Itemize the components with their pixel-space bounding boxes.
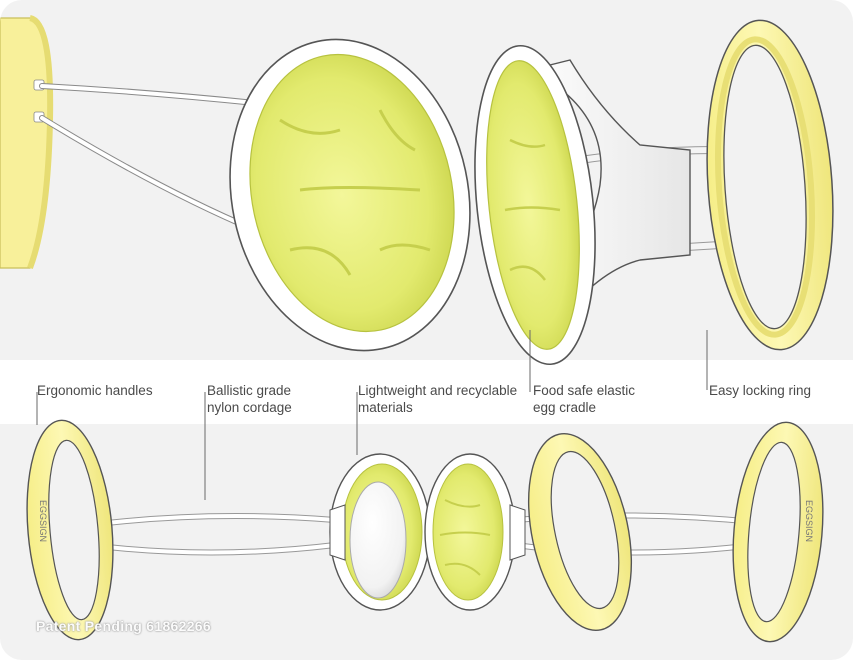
- top-locking-ring: [706, 19, 834, 351]
- egg: [349, 481, 407, 599]
- svg-text:EGGSIGN: EGGSIGN: [804, 500, 814, 542]
- label-food-safe-cradle: Food safe elastic egg cradle: [533, 383, 636, 415]
- bottom-shell-left: [329, 453, 431, 611]
- label-lightweight-materials: Lightweight and recyclable materials: [358, 383, 518, 415]
- label-band: [0, 360, 853, 424]
- leader-lines: [36, 330, 708, 500]
- patent-watermark: Patent Pending 61862266: [36, 618, 211, 634]
- label-ergonomic-handles: Ergonomic handles: [37, 383, 153, 398]
- top-shell-left: [229, 38, 471, 352]
- top-shell-right: [474, 44, 691, 366]
- label-easy-locking-ring: Easy locking ring: [709, 383, 812, 398]
- label-ballistic-cordage: Ballistic grade nylon cordage: [207, 383, 292, 415]
- bottom-locking-ring: [527, 432, 633, 632]
- bottom-handle-right: EGGSIGN: [732, 421, 824, 643]
- svg-text:EGGSIGN: EGGSIGN: [38, 500, 48, 542]
- bottom-handle-left: EGGSIGN: [26, 419, 114, 641]
- top-handle-left: [0, 15, 54, 270]
- bottom-shell-right: [424, 453, 526, 611]
